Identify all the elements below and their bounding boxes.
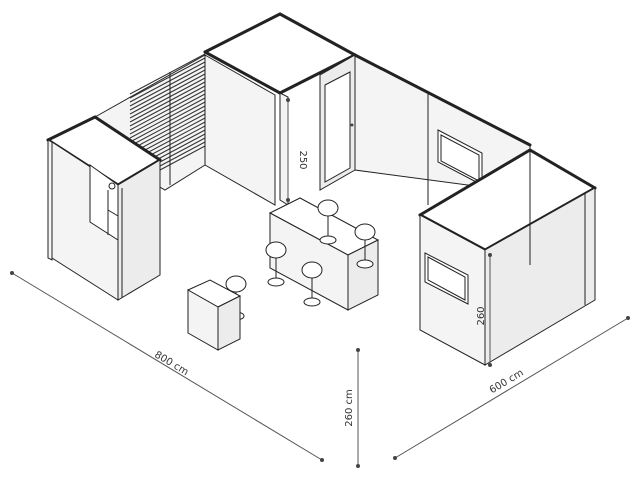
wall-slat — [129, 85, 206, 127]
wall-slat — [129, 81, 206, 123]
counter-height-label: 260 — [476, 306, 487, 325]
height-dimension: 260 cm — [344, 348, 360, 468]
stool — [301, 261, 323, 307]
wall-slat — [129, 65, 206, 107]
wall-slat — [129, 109, 206, 151]
counter-height-marker: 260 — [476, 253, 492, 367]
wall-slat — [129, 101, 206, 143]
stool — [265, 241, 287, 287]
small-counter — [186, 279, 242, 351]
right-reception-cabinet — [418, 148, 597, 366]
wall-slat — [129, 89, 206, 131]
wall-height-marker: 250 — [286, 98, 308, 202]
wall-slat — [129, 93, 206, 135]
stool — [354, 223, 376, 269]
center-storage-room — [203, 12, 357, 206]
wall-slat — [129, 73, 206, 115]
wall-slat — [129, 105, 206, 147]
length-label: 800 cm — [152, 349, 190, 378]
height-label: 260 cm — [344, 389, 355, 427]
wall-slat — [129, 69, 206, 111]
stool — [317, 199, 339, 245]
width-label: 600 cm — [488, 367, 526, 396]
left-storage-cabinet — [46, 115, 162, 301]
wall-slat — [129, 97, 206, 139]
length-dimension: 800 cm — [10, 271, 324, 462]
wall-height-label: 250 — [297, 150, 308, 169]
wall-slat — [129, 57, 206, 99]
wall-slat — [129, 53, 206, 95]
wall-slat — [129, 61, 206, 103]
wall-slat — [129, 77, 206, 119]
